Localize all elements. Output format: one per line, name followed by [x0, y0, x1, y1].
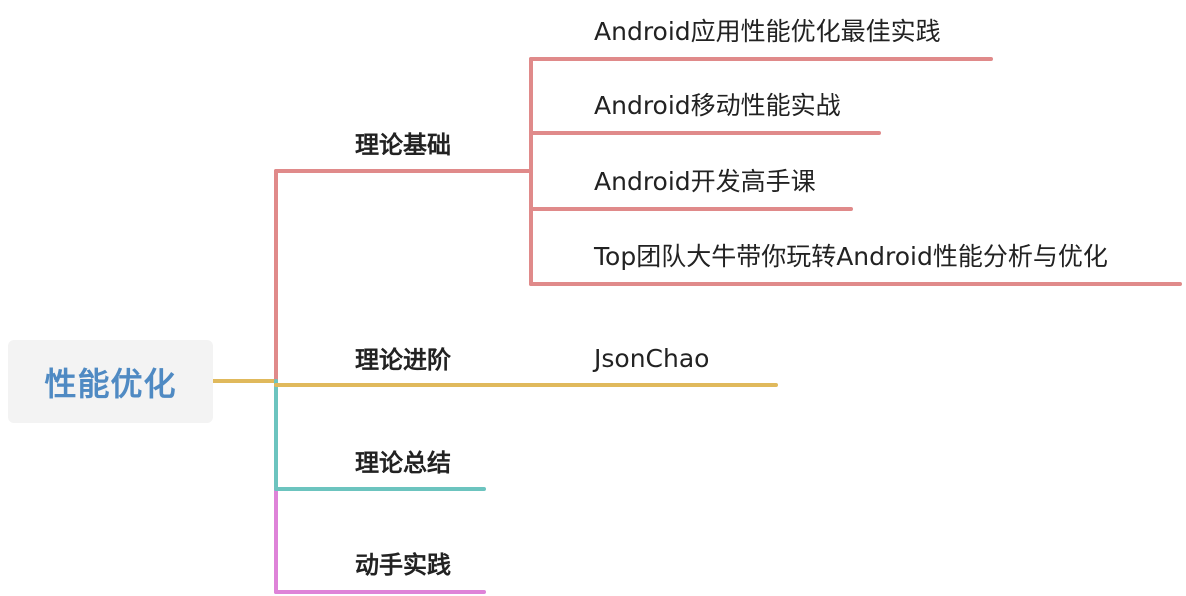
branch-label-theory-advanced[interactable]: 理论进阶 [355, 346, 451, 374]
leaf-label-android-performance-best-practice[interactable]: Android应用性能优化最佳实践 [594, 17, 941, 46]
branch-label-hands-on[interactable]: 动手实践 [355, 551, 451, 579]
branch-label-theory-basics[interactable]: 理论基础 [355, 131, 451, 159]
leaf-label-android-expert-course[interactable]: Android开发高手课 [594, 167, 816, 196]
leaf-label-android-mobile-performance[interactable]: Android移动性能实战 [594, 91, 841, 120]
leaf-label-top-team-android-analysis[interactable]: Top团队大牛带你玩转Android性能分析与优化 [594, 242, 1108, 271]
root-node-label: 性能优化 [44, 364, 177, 403]
leaf-label-jsonchao[interactable]: JsonChao [594, 344, 710, 373]
root-node[interactable]: 性能优化 [8, 340, 213, 423]
branch-label-theory-summary[interactable]: 理论总结 [355, 449, 451, 477]
